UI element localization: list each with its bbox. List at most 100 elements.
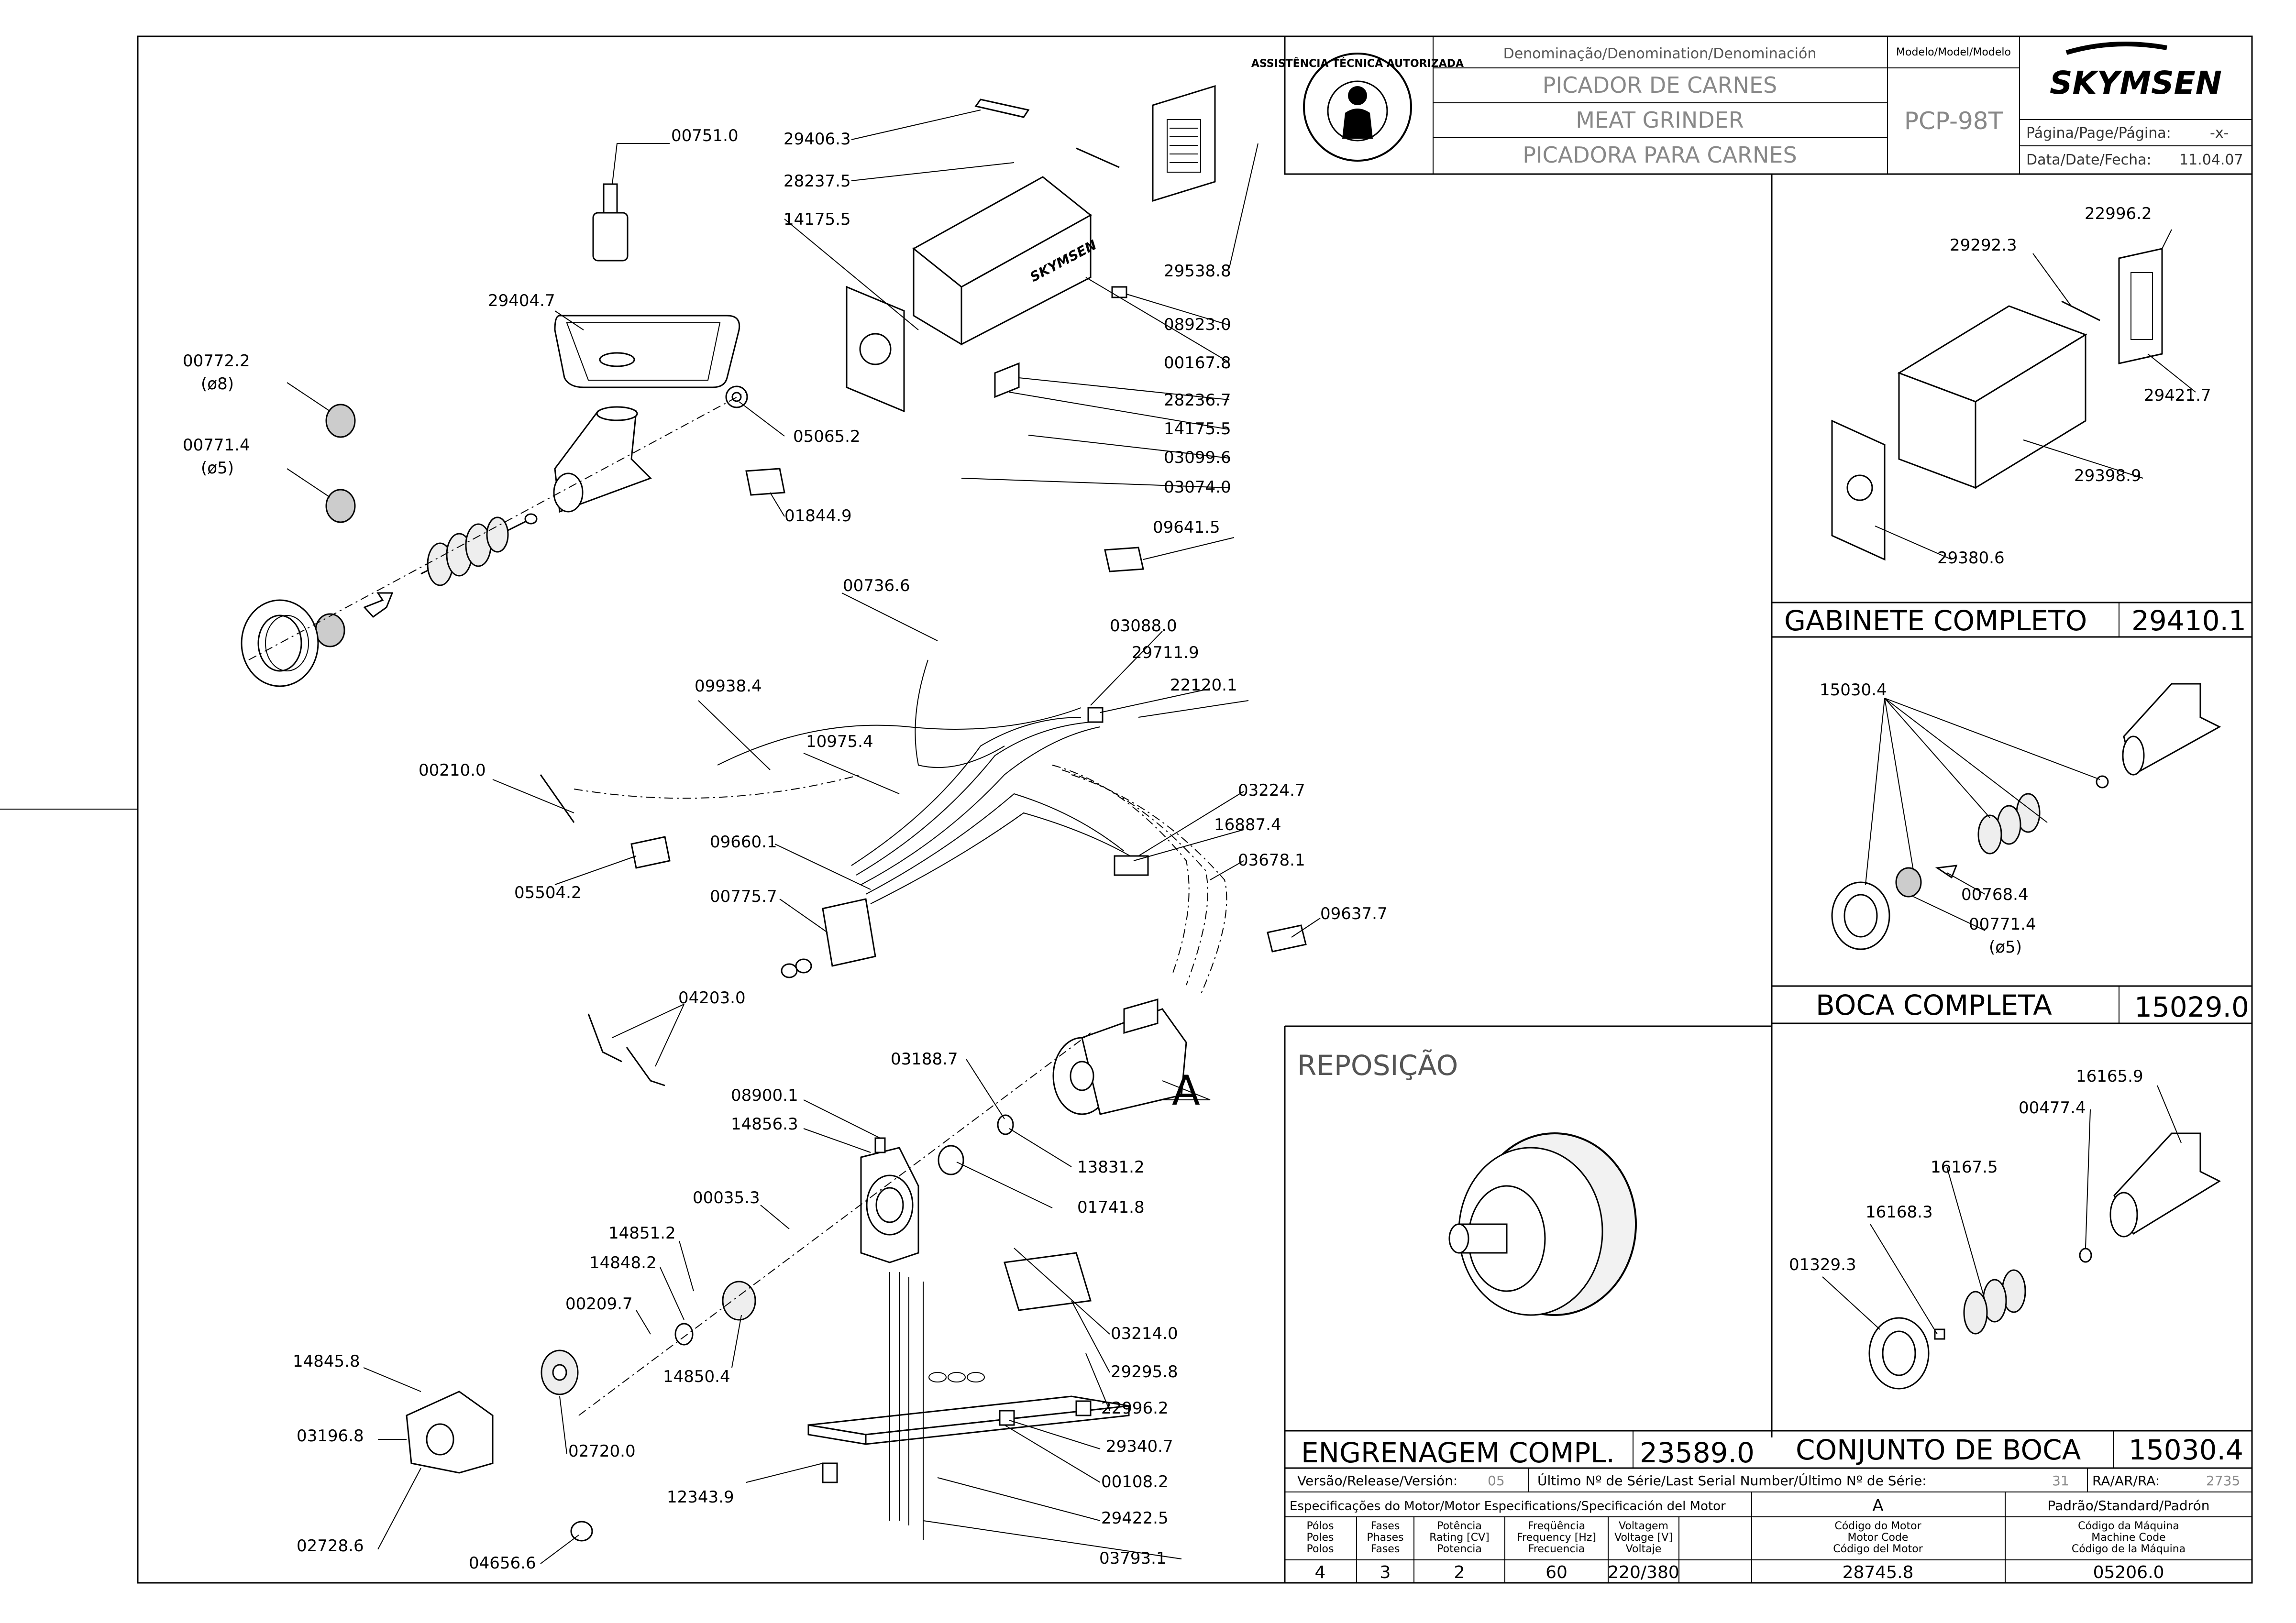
spec-header-es: Fases: [1371, 1543, 1400, 1555]
part-label: 00771.4: [1969, 915, 2036, 934]
part-label: 03188.7: [891, 1050, 958, 1069]
seal-text: ASSISTÊNCIA TÉCNICA AUTORIZADA: [1251, 57, 1464, 70]
main-exploded-view: SKYMSEN: [241, 85, 1307, 1542]
part-label: 10975.4: [806, 732, 873, 751]
part-label: 13831.2: [1077, 1158, 1145, 1177]
motor-spec-header: Especificações do Motor/Motor Especifica…: [1290, 1499, 1726, 1513]
spec-value: 3: [1380, 1563, 1391, 1582]
model-header: Modelo/Model/Modelo: [1896, 46, 2011, 58]
reposicao-title: REPOSIÇÃO: [1297, 1049, 1458, 1082]
part-label: 22996.2: [1101, 1399, 1169, 1418]
model-value: PCP-98T: [1904, 107, 2003, 135]
part-label: 03099.6: [1164, 448, 1231, 467]
spec-header-es: Frecuencia: [1528, 1543, 1585, 1555]
part-label: 16165.9: [2076, 1067, 2143, 1086]
conjunto-drawing: [1868, 1132, 2221, 1390]
part-label: 00210.0: [419, 761, 486, 780]
part-label: 00772.2: [183, 351, 250, 371]
part-label: 09660.1: [710, 833, 777, 852]
brand-logo-text: SKYMSEN: [2050, 65, 2222, 101]
date-label: Data/Date/Fecha:: [2026, 152, 2152, 168]
gabinete-panel: 22996.2 29292.3 29421.7 29398.9 29380.6 …: [1784, 204, 2246, 637]
spec-col-poles: Pólos Poles Polos 4: [1306, 1520, 1334, 1582]
gabinete-code: 29410.1: [2131, 604, 2246, 637]
part-label: 14845.8: [293, 1352, 360, 1371]
part-label: 01844.9: [784, 506, 852, 526]
part-label: 14850.4: [663, 1367, 730, 1386]
part-label: 00768.4: [1961, 885, 2029, 904]
skymsen-logo: SKYMSEN: [2050, 42, 2222, 101]
part-label: 04203.0: [678, 988, 746, 1008]
part-label: 05504.2: [514, 883, 582, 902]
part-label: 22996.2: [2085, 204, 2152, 223]
part-label: 03214.0: [1111, 1324, 1178, 1343]
gabinete-drawing: [1831, 248, 2163, 561]
motor-callout-a: A: [1172, 1067, 1200, 1115]
gear-assembly-drawing: [1448, 1132, 1637, 1316]
part-label: 09641.5: [1153, 518, 1220, 537]
version-label: Versão/Release/Versión:: [1297, 1473, 1457, 1489]
gabinete-title: GABINETE COMPLETO: [1784, 604, 2087, 637]
part-label: (ø5): [1989, 938, 2022, 957]
authorized-service-seal: ASSISTÊNCIA TÉCNICA AUTORIZADA: [1251, 53, 1464, 162]
conjunto-panel: 16165.9 00477.4 16167.5 16168.3 01329.3 …: [1789, 1067, 2243, 1466]
spec-header-es: Código de la Máquina: [2072, 1543, 2186, 1555]
cabinet: SKYMSEN: [846, 85, 1216, 413]
ring-nut: [241, 599, 319, 687]
part-label: 05065.2: [793, 427, 861, 446]
page-value: -x-: [2210, 125, 2229, 142]
part-label: 09938.4: [695, 677, 762, 696]
spec-value: 28745.8: [1843, 1563, 1914, 1582]
serial-label: Último Nº de Série/Last Serial Number/Úl…: [1537, 1472, 1927, 1489]
part-label: 16887.4: [1214, 815, 1281, 834]
main-part-labels: 00751.0 29406.3 28237.5 14175.5 29538.8 …: [183, 126, 1388, 1573]
part-label: 29404.7: [488, 291, 555, 310]
part-label: 08900.1: [731, 1086, 798, 1105]
spec-header-pt: Código da Máquina: [2078, 1520, 2179, 1532]
spec-header-es: Código del Motor: [1833, 1543, 1923, 1555]
ra-label: RA/AR/RA:: [2092, 1473, 2160, 1489]
part-label: 00167.8: [1164, 353, 1231, 373]
machine-group-std: Padrão/Standard/Padrón: [2048, 1498, 2210, 1513]
wiring-harness: [540, 659, 1227, 1086]
spec-header-en: Phases: [1367, 1532, 1403, 1544]
part-label: (ø8): [201, 374, 234, 394]
leader-lines: [287, 110, 2196, 1564]
spec-header-pt: Freqüência: [1528, 1520, 1585, 1532]
part-label: 04656.6: [469, 1554, 536, 1573]
name-es: PICADORA PARA CARNES: [1523, 142, 1797, 168]
spec-header-pt: Potência: [1437, 1520, 1482, 1532]
front-cover: [406, 1391, 494, 1474]
part-label: 01329.3: [1789, 1255, 1856, 1274]
spec-header-en: Frequency [Hz]: [1517, 1532, 1596, 1544]
spec-col-frequency: Freqüência Frequency [Hz] Frecuencia 60: [1517, 1520, 1596, 1582]
part-label: 03074.0: [1164, 478, 1231, 497]
spec-col-phases: Fases Phases Fases 3: [1367, 1520, 1403, 1582]
part-label: 16167.5: [1931, 1158, 1998, 1177]
spec-col-machine-code: Código da Máquina Machine Code Código de…: [2072, 1520, 2186, 1582]
part-label: 29422.5: [1101, 1509, 1169, 1528]
part-label: 00751.0: [671, 126, 739, 145]
part-label: 00775.7: [710, 887, 777, 906]
spec-header-es: Voltaje: [1626, 1543, 1662, 1555]
part-label: 03196.8: [297, 1426, 364, 1446]
worm-screw: [420, 515, 536, 586]
part-label: 09637.7: [1320, 904, 1388, 923]
spec-header-en: Motor Code: [1848, 1532, 1909, 1544]
part-label: 03088.0: [1110, 616, 1177, 636]
part-label: 29340.7: [1106, 1437, 1173, 1456]
spec-header-en: Voltage [V]: [1614, 1532, 1673, 1544]
name-pt: PICADOR DE CARNES: [1543, 72, 1777, 98]
part-label: 12343.9: [667, 1488, 734, 1507]
spec-header-pt: Fases: [1371, 1520, 1400, 1532]
conjunto-code: 15030.4: [2129, 1434, 2243, 1466]
part-label: 02720.0: [568, 1442, 636, 1461]
part-label: 29295.8: [1111, 1362, 1178, 1382]
part-label: 29538.8: [1164, 262, 1231, 281]
spec-header-es: Potencia: [1437, 1543, 1482, 1555]
spec-value: 2: [1454, 1563, 1465, 1582]
part-label: 29380.6: [1937, 548, 2005, 568]
part-label: 03224.7: [1238, 781, 1305, 800]
denomination-header: Denominação/Denomination/Denominación: [1503, 45, 1817, 62]
part-label: 03678.1: [1238, 851, 1305, 870]
